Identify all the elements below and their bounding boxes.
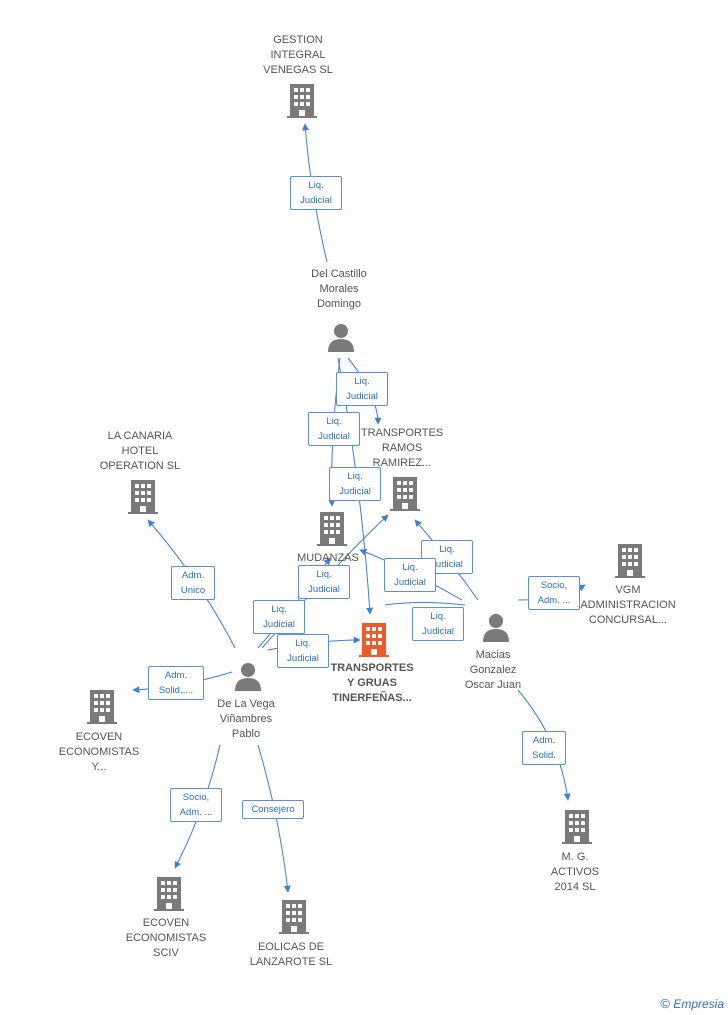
macias-person-icon[interactable] bbox=[481, 612, 511, 642]
mg-label[interactable]: M. G. ACTIVOS 2014 SL bbox=[550, 851, 600, 893]
edge-label-liq-judicial: Liq. Judicial bbox=[384, 558, 436, 592]
ramos-building-icon[interactable] bbox=[390, 477, 420, 511]
edge-label-liq-judicial: Liq. Judicial bbox=[290, 176, 342, 210]
copyright-symbol: © bbox=[660, 996, 670, 1011]
edge-label-consejero: Consejero bbox=[242, 800, 304, 819]
edge-devega-eolicas bbox=[257, 744, 291, 893]
ecoven-sciv-label[interactable]: ECOVEN ECONOMISTAS SCIV bbox=[125, 917, 207, 959]
castillo-person-icon[interactable] bbox=[326, 322, 356, 352]
edge-label-liq-judicial: Liq. Judicial bbox=[329, 467, 381, 501]
edge-label-adm-solid: Adm. Solid.,... bbox=[148, 666, 204, 700]
devega-person-icon[interactable] bbox=[233, 661, 263, 691]
edge-label-liq-judicial: Liq. Judicial bbox=[277, 634, 329, 668]
devega-label[interactable]: De La Vega Viñambres Pablo bbox=[217, 698, 275, 740]
mudanzas-building-icon[interactable] bbox=[317, 512, 347, 546]
eolicas-label[interactable]: EOLICAS DE LANZAROTE SL bbox=[249, 941, 333, 968]
main-company-building-icon[interactable] bbox=[359, 623, 389, 657]
eolicas-building-icon[interactable] bbox=[279, 900, 309, 934]
canaria-label[interactable]: LA CANARIA HOTEL OPERATION SL bbox=[99, 430, 181, 472]
ecoven-sciv-building-icon[interactable] bbox=[154, 877, 184, 911]
brand-name: Empresia bbox=[673, 997, 724, 1011]
edge-label-adm-unico: Adm. Unico bbox=[171, 566, 215, 600]
edge-label-liq-judicial: Liq. Judicial bbox=[308, 412, 360, 446]
edge-macias-main bbox=[384, 602, 466, 606]
edge-label-liq-judicial: Liq. Judicial bbox=[412, 607, 464, 641]
edge-label-socio-adm: Socio, Adm. ... bbox=[170, 788, 222, 822]
edge-label-liq-judicial: Liq. Judicial bbox=[253, 600, 305, 634]
edge-label-liq-judicial: Liq. Judicial bbox=[336, 372, 388, 406]
edge-label-liq-judicial: Liq. Judicial bbox=[298, 565, 350, 599]
edge-label-socio-adm: Socio, Adm. ... bbox=[528, 576, 580, 610]
ramos-label[interactable]: TRANSPORTES RAMOS RAMIREZ... bbox=[360, 427, 444, 469]
ecoven-y-label[interactable]: ECOVEN ECONOMISTAS Y... bbox=[58, 731, 140, 773]
ecoven-y-building-icon[interactable] bbox=[87, 690, 117, 724]
vgm-label[interactable]: VGM ADMINISTRACION CONCURSAL... bbox=[580, 584, 676, 626]
castillo-label[interactable]: Del Castillo Morales Domingo bbox=[311, 268, 367, 310]
edge-label-adm-solid: Adm. Solid. bbox=[522, 731, 566, 765]
main-company-label[interactable]: TRANSPORTES Y GRUAS TINERFEÑAS... bbox=[330, 662, 414, 704]
gestion-label[interactable]: GESTION INTEGRAL VENEGAS SL bbox=[263, 34, 333, 76]
canaria-building-icon[interactable] bbox=[128, 480, 158, 514]
brand-footer[interactable]: © Empresia bbox=[660, 996, 724, 1011]
vgm-building-icon[interactable] bbox=[615, 544, 645, 578]
macias-label[interactable]: Macias Gonzalez Oscar Juan bbox=[464, 649, 522, 691]
mg-building-icon[interactable] bbox=[562, 810, 592, 844]
gestion-building-icon[interactable] bbox=[287, 84, 317, 118]
